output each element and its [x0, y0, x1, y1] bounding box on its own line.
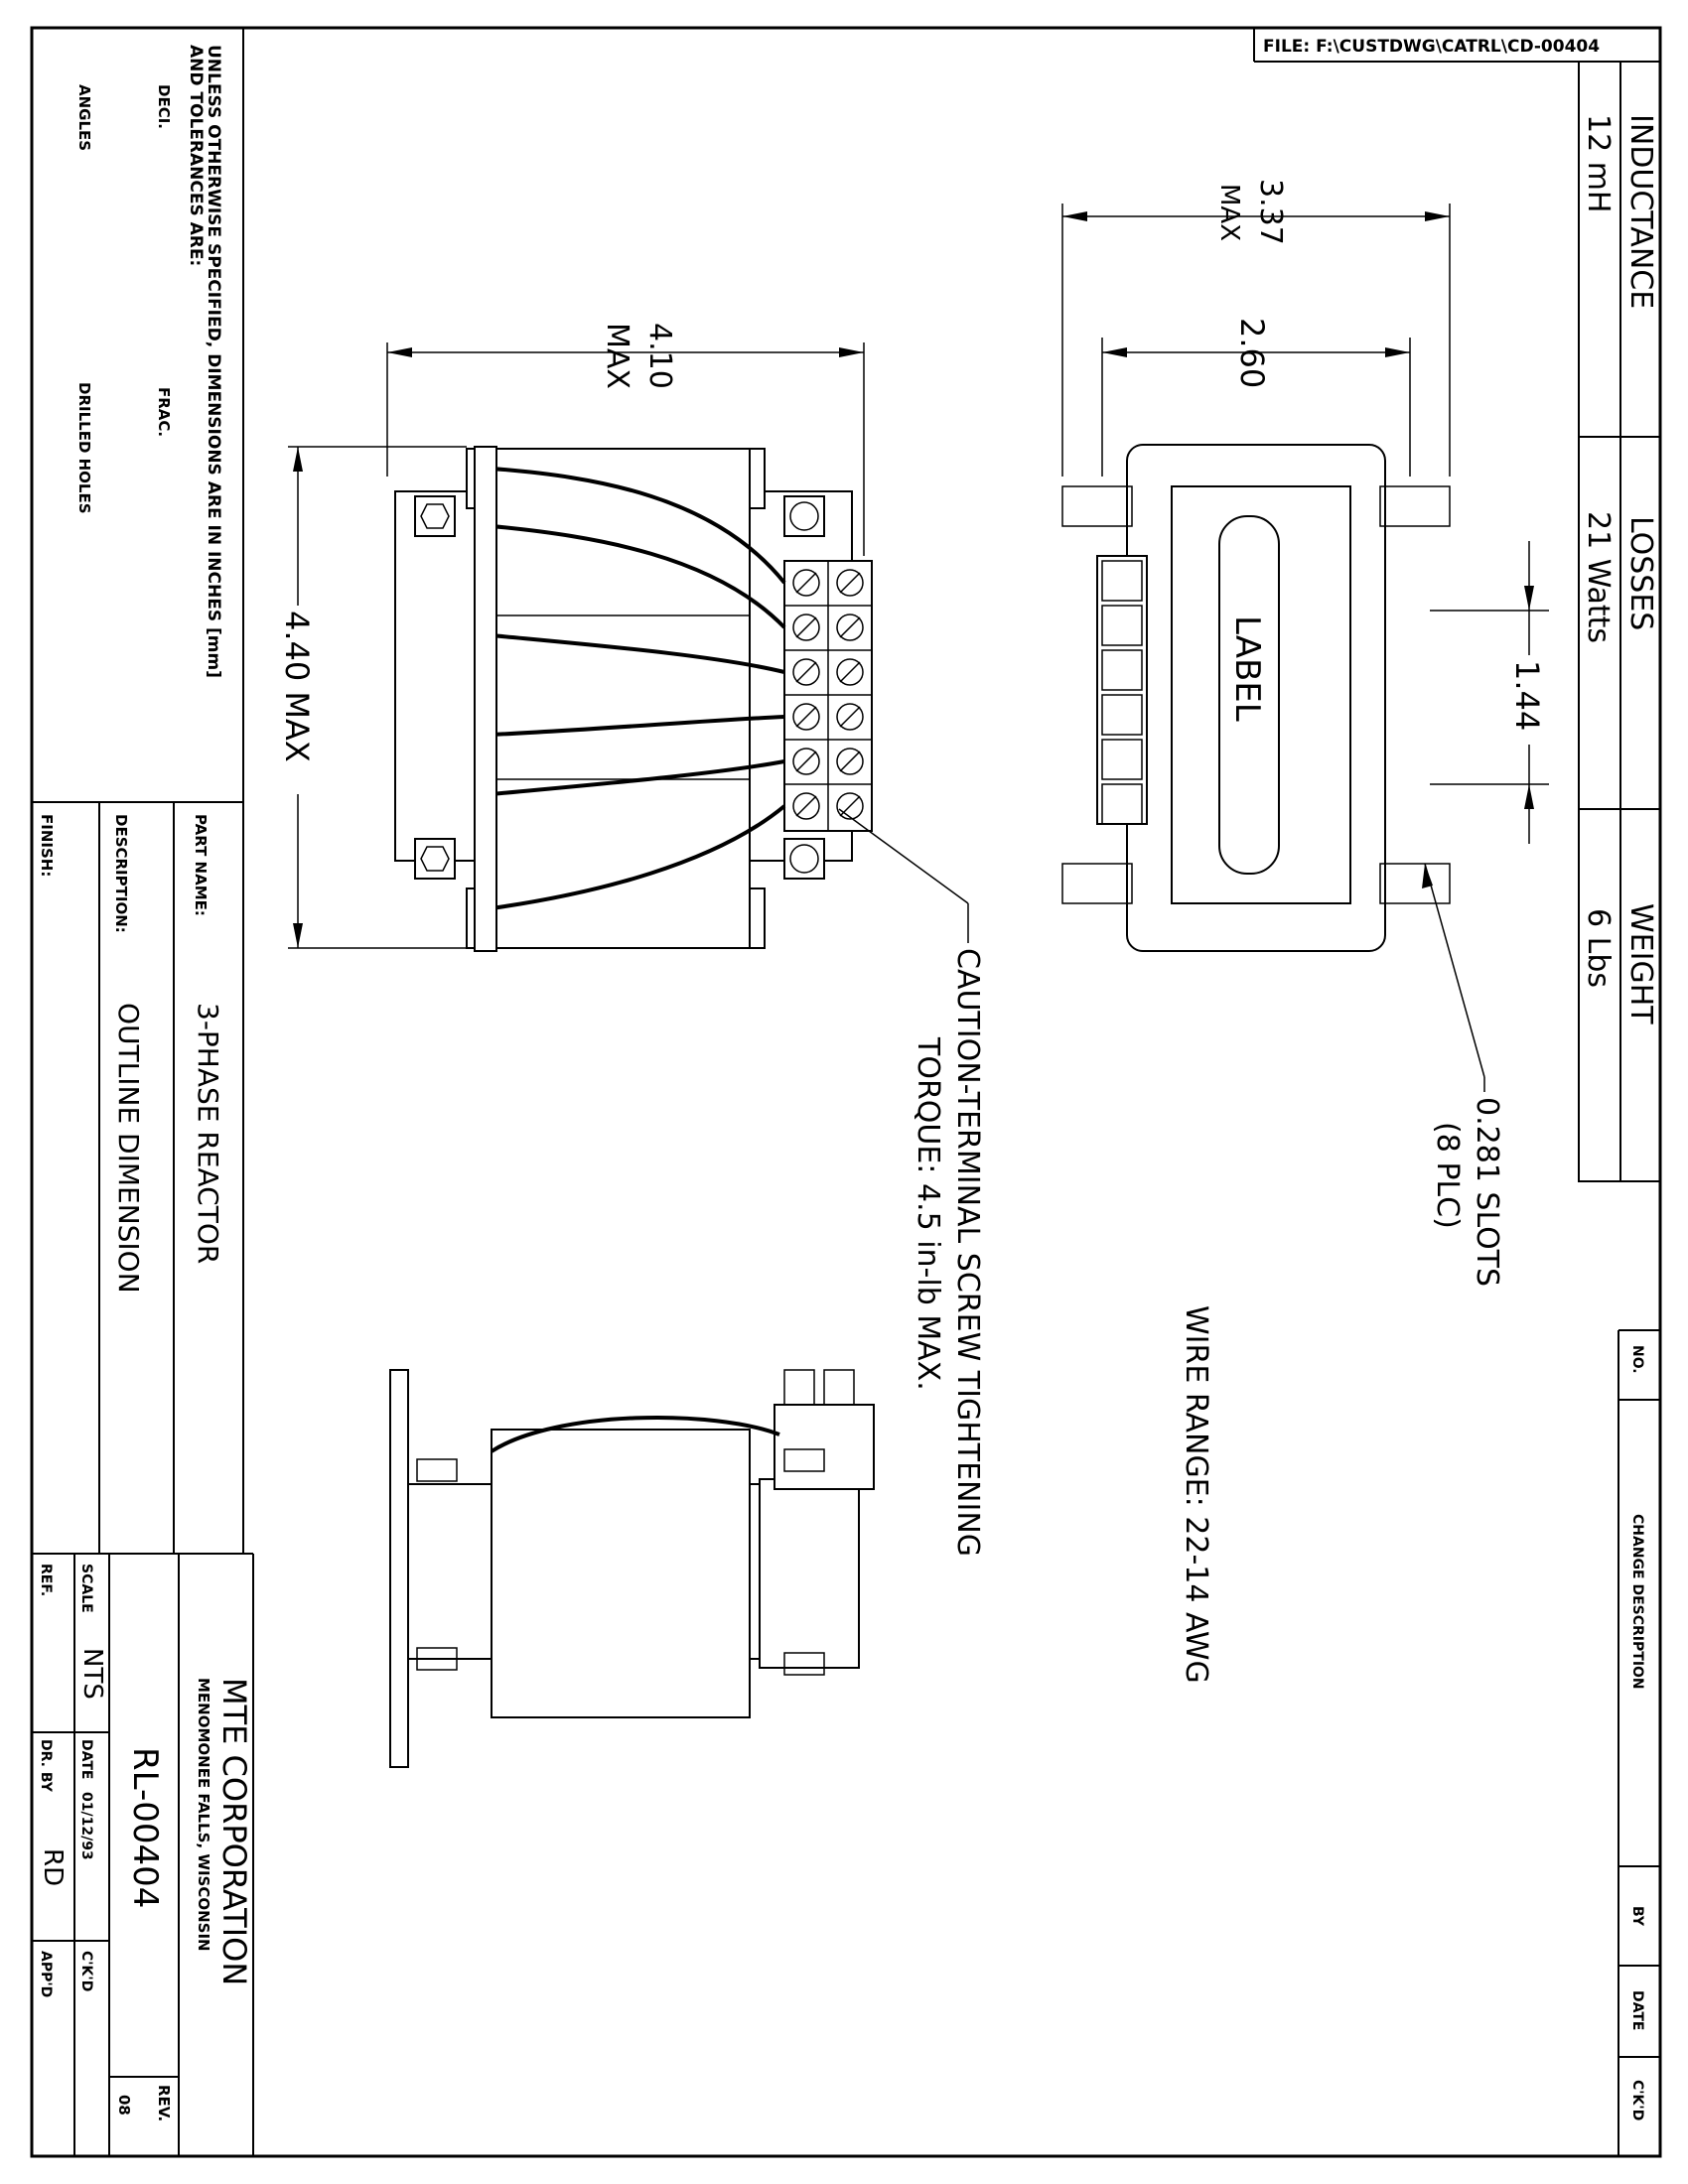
tolerance-line-2: AND TOLERANCES ARE: — [186, 45, 206, 266]
rev-col-change-description: CHANGE DESCRIPTION — [1629, 1514, 1645, 1690]
approved-label: APP'D — [38, 1951, 54, 1997]
file-path-box: FILE: F:\CUSTDWG\CATRL\CD-00404 — [1253, 28, 1660, 63]
file-path: FILE: F:\CUSTDWG\CATRL\CD-00404 — [1263, 37, 1600, 57]
caution-line-2: TORQUE: 4.5 in-lb MAX. — [911, 1036, 945, 1391]
date-label: DATE — [78, 1739, 94, 1779]
tolerance-deci-label: DECI. — [155, 84, 173, 129]
drawing-number: RL-00404 — [125, 1747, 165, 1908]
spec-value-weight: 6 Lbs — [1581, 908, 1616, 988]
tolerance-frac-label: FRAC. — [155, 387, 173, 437]
dim-depth-max: 3.37 — [1253, 179, 1288, 245]
bottom-view — [389, 1369, 875, 1768]
rev-label: REV. — [155, 2085, 173, 2121]
ref-label: REF. — [38, 1564, 54, 1596]
tolerance-block: UNLESS OTHERWISE SPECIFIED, DIMENSIONS A… — [32, 28, 244, 803]
description-label: DESCRIPTION: — [112, 814, 130, 933]
rev-col-by: BY — [1629, 1906, 1645, 1927]
side-view: LABEL — [1061, 444, 1451, 952]
caution-line-1: CAUTION-TERMINAL SCREW TIGHTENING — [950, 948, 985, 1557]
front-wires — [491, 467, 786, 910]
dim-depth-max-suffix: MAX — [1214, 184, 1244, 241]
label-text: LABEL — [1227, 615, 1267, 722]
dim-mount-spacing: 2.60 — [1233, 318, 1271, 388]
part-name-label: PART NAME: — [192, 814, 210, 916]
title-block: PART NAME: 3-PHASE REACTOR DESCRIPTION: … — [32, 802, 254, 2156]
rev-number: 08 — [115, 2095, 133, 2116]
specs-table: INDUCTANCE 12 mH LOSSES 21 Watts WEIGHT … — [1578, 61, 1661, 1182]
drawn-by-label: DR. BY — [38, 1739, 54, 1793]
dim-width-max-suffix: MAX — [600, 323, 634, 389]
tolerance-drilled-holes-label: DRILLED HOLES — [75, 382, 93, 514]
tolerance-angles-label: ANGLES — [75, 84, 93, 151]
checked-label: C'K'D — [78, 1951, 94, 1991]
date-value: 01/12/93 — [78, 1792, 94, 1860]
revision-table: NO. CHANGE DESCRIPTION BY DATE C'K'D — [1618, 1329, 1660, 2156]
wire-range: WIRE RANGE: 22-14 AWG — [1179, 1305, 1213, 1684]
dim-height-max: 4.40 MAX — [278, 611, 316, 762]
tolerance-line-1: UNLESS OTHERWISE SPECIFIED, DIMENSIONS A… — [204, 45, 223, 678]
dim-slots-qty: (8 PLC) — [1430, 1122, 1465, 1229]
spec-label-losses: LOSSES — [1623, 516, 1658, 630]
sheet-border — [30, 26, 1662, 2158]
terminal-block — [783, 560, 873, 832]
front-bolts — [414, 495, 825, 880]
front-view — [394, 446, 873, 952]
spec-label-weight: WEIGHT — [1623, 903, 1658, 1024]
rev-col-date: DATE — [1629, 1990, 1645, 2030]
dim-slot-spacing: 1.44 — [1508, 660, 1546, 731]
company-name: MTE CORPORATION — [215, 1678, 253, 1985]
spec-value-losses: 21 Watts — [1581, 511, 1616, 643]
rev-col-no: NO. — [1629, 1345, 1645, 1374]
company-location: MENOMONEE FALLS, WISCONSIN — [195, 1678, 212, 1952]
description: OUTLINE DIMENSION — [112, 1003, 145, 1294]
dim-width-max: 4.10 — [642, 323, 677, 389]
drawn-by-value: RD — [38, 1848, 68, 1886]
scale-value: NTS — [77, 1648, 107, 1700]
scale-label: SCALE — [78, 1564, 94, 1613]
part-name: 3-PHASE REACTOR — [192, 1003, 224, 1264]
rev-col-ckd: C'K'D — [1629, 2080, 1645, 2120]
dim-slots: 0.281 SLOTS — [1470, 1097, 1504, 1287]
dimensions: 4.10 MAX 4.40 MAX 3.37 MAX — [278, 179, 1549, 1287]
notes: CAUTION-TERMINAL SCREW TIGHTENING TORQUE… — [838, 808, 1213, 1684]
spec-value-inductance: 12 mH — [1581, 114, 1616, 213]
finish-label: FINISH: — [38, 814, 56, 877]
spec-label-inductance: INDUCTANCE — [1623, 114, 1658, 309]
